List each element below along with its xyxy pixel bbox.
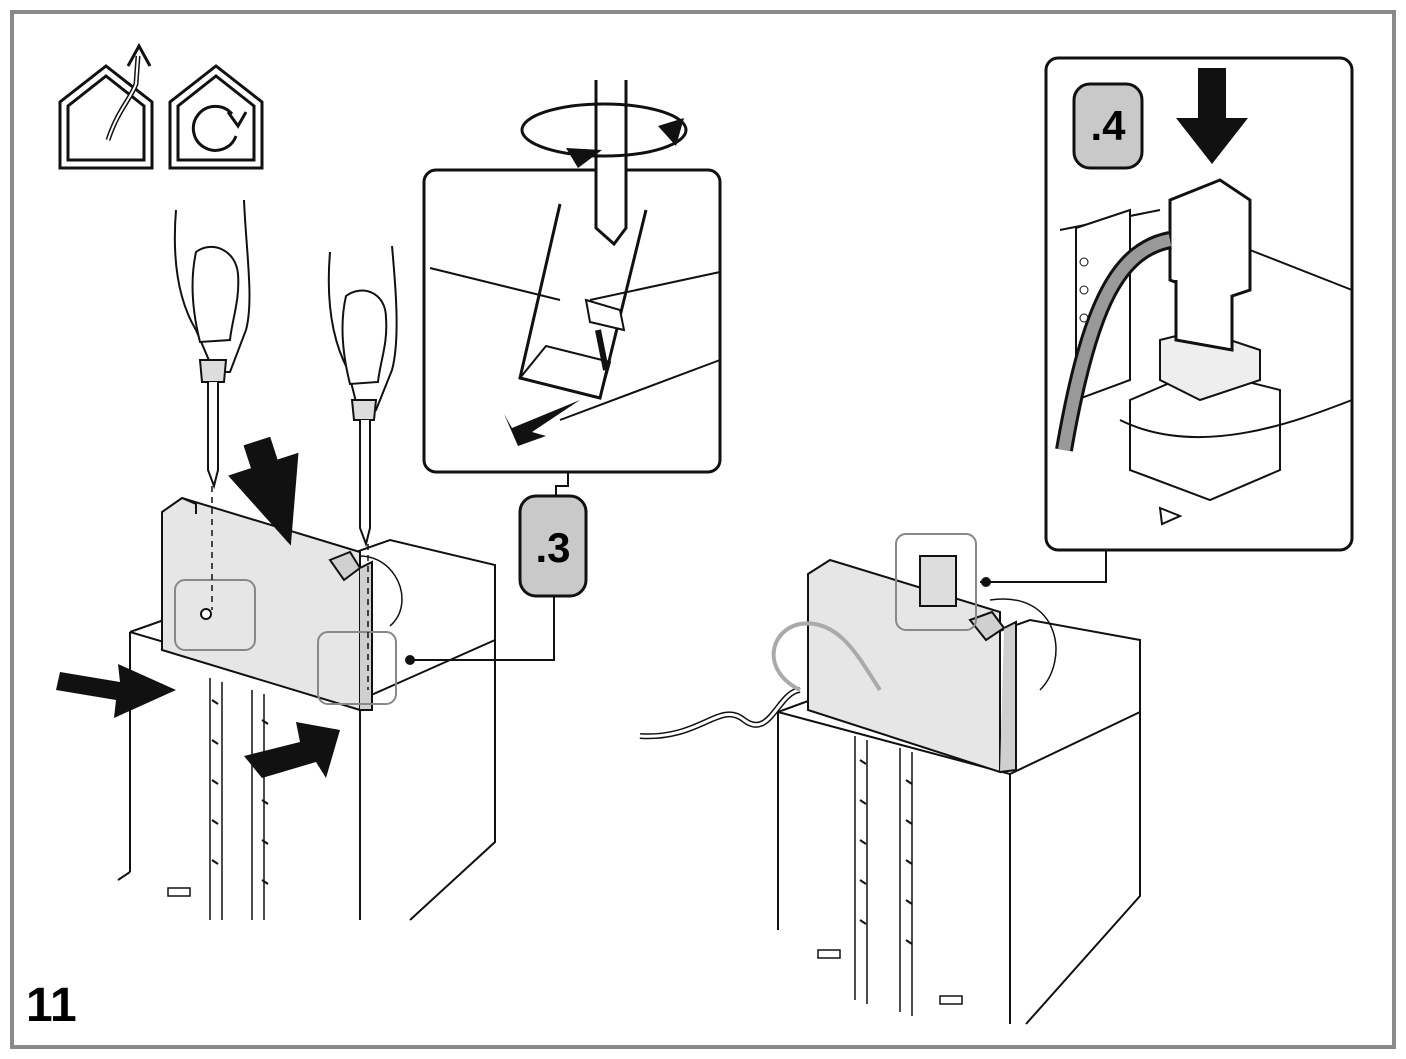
callout-label-3: .3	[535, 524, 570, 571]
screwdriver-hand-1	[173, 199, 251, 490]
duct-out-mode-house-icon	[58, 42, 154, 170]
push-arrows-left	[56, 436, 340, 778]
step-number: 11	[26, 979, 77, 1032]
detail-box-3	[422, 80, 722, 500]
callout-label-4: .4	[1090, 102, 1126, 149]
electrical-box-left	[161, 496, 397, 712]
callout-badge-4: .4	[1072, 82, 1144, 170]
screwdriver-hand-2	[327, 245, 398, 548]
callout-badge-3: .3	[518, 494, 588, 598]
recirculation-mode-house-icon	[168, 64, 264, 170]
detail-box-4	[980, 56, 1354, 587]
electrical-box-right	[807, 533, 1017, 774]
